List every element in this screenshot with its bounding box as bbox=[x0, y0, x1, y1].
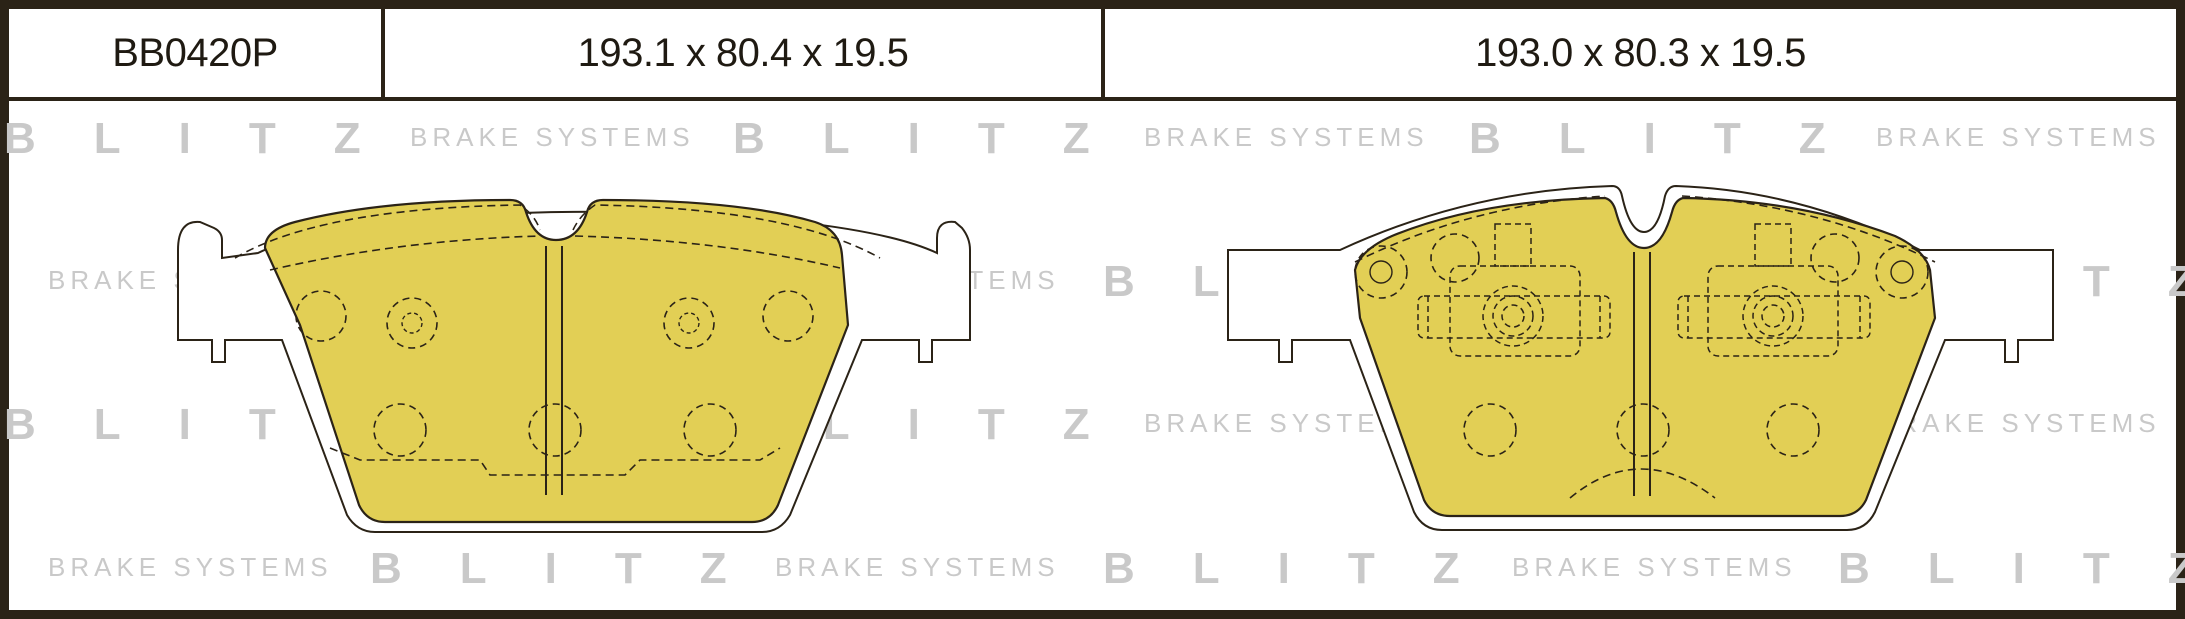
part-number: BB0420P bbox=[9, 9, 385, 97]
right-pad-clip-right bbox=[1677, 223, 1871, 357]
dimensions-left-pad: 193.1 x 80.4 x 19.5 bbox=[385, 9, 1105, 97]
left-wear-contour bbox=[234, 204, 881, 259]
watermark-brand: BLITZ bbox=[1838, 544, 2185, 593]
watermark-tagline: BRAKE SYSTEMS bbox=[775, 552, 1060, 582]
right-pad-clip-left bbox=[1417, 223, 1611, 357]
watermark-tagline: BRAKE SYSTEMS bbox=[1144, 122, 1429, 152]
watermark-brand: BLITZ bbox=[1103, 544, 1518, 593]
watermark-tagline: BRAKE SYSTEMS bbox=[1876, 408, 2161, 438]
watermark-tagline: BRAKE SYSTEMS bbox=[410, 122, 695, 152]
watermark-brand: BLITZ bbox=[1469, 114, 1884, 163]
watermark-brand: BLITZ bbox=[4, 400, 419, 449]
watermark-brand: BLITZ bbox=[4, 114, 419, 163]
watermark-brand: BLITZ bbox=[733, 114, 1148, 163]
watermark-tagline: BRAKE SYSTEMS bbox=[1876, 122, 2161, 152]
dimensions-right-pad: 193.0 x 80.3 x 19.5 bbox=[1475, 30, 1806, 75]
header-row: BB0420P 193.1 x 80.4 x 19.5 193.0 x 80.3… bbox=[9, 9, 2176, 101]
right-friction-material bbox=[1353, 196, 1937, 518]
left-brake-pad bbox=[177, 198, 971, 533]
watermark-brand: BLITZ bbox=[370, 544, 785, 593]
watermark-tagline: BRAKE SYSTEMS bbox=[48, 552, 333, 582]
right-brake-pad bbox=[1227, 184, 2054, 531]
watermark-tagline: BRAKE SYSTEMS bbox=[1512, 552, 1797, 582]
left-friction-material bbox=[263, 198, 850, 524]
